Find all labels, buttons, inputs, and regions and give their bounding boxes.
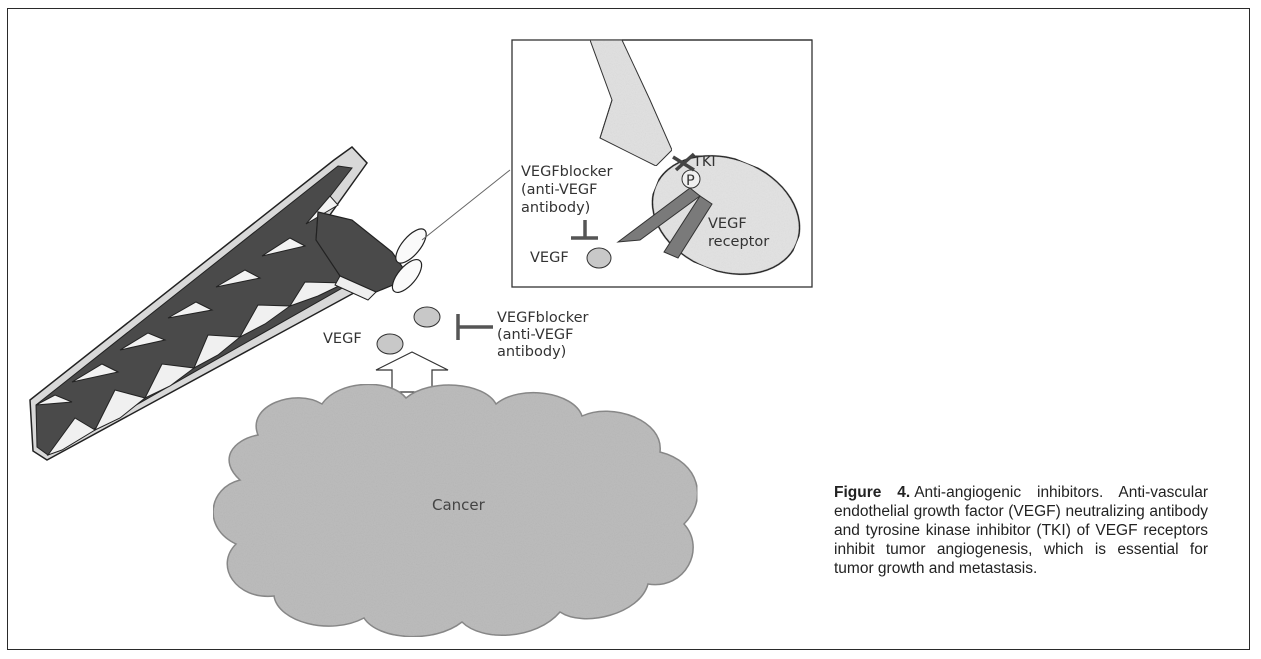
- blocker-label-line1: VEGFblocker: [497, 310, 589, 326]
- inset-pointer-line: [422, 170, 510, 240]
- inset-blocker-label-line3: antibody): [521, 200, 590, 216]
- figure-caption: Figure 4.Anti-angiogenic inhibitors. Ant…: [834, 483, 1208, 578]
- receptor-label-line2: receptor: [708, 234, 769, 250]
- vegf-molecule: [414, 307, 440, 327]
- blocker-label-line3: antibody): [497, 344, 566, 360]
- inset-blocker-label-line2: (anti-VEGF: [521, 182, 598, 198]
- figure-label: Figure 4.: [834, 484, 910, 501]
- blocker-label-line2: (anti-VEGF: [497, 327, 574, 343]
- vegf-molecule: [377, 334, 403, 354]
- receptor-inset: P TKI VEGF receptor VEGFblocker (anti-VE…: [512, 40, 817, 295]
- inset-vegf-label: VEGF: [530, 250, 569, 266]
- cancer-label: Cancer: [432, 496, 486, 514]
- tki-label: TKI: [692, 154, 716, 170]
- vegf-label: VEGF: [323, 331, 362, 347]
- inset-blocker-label-line1: VEGFblocker: [521, 164, 613, 180]
- inset-vegf-molecule: [587, 248, 611, 268]
- receptor-label-line1: VEGF: [708, 216, 747, 232]
- blocker-symbol: [458, 314, 493, 340]
- phospho-label: P: [686, 173, 695, 189]
